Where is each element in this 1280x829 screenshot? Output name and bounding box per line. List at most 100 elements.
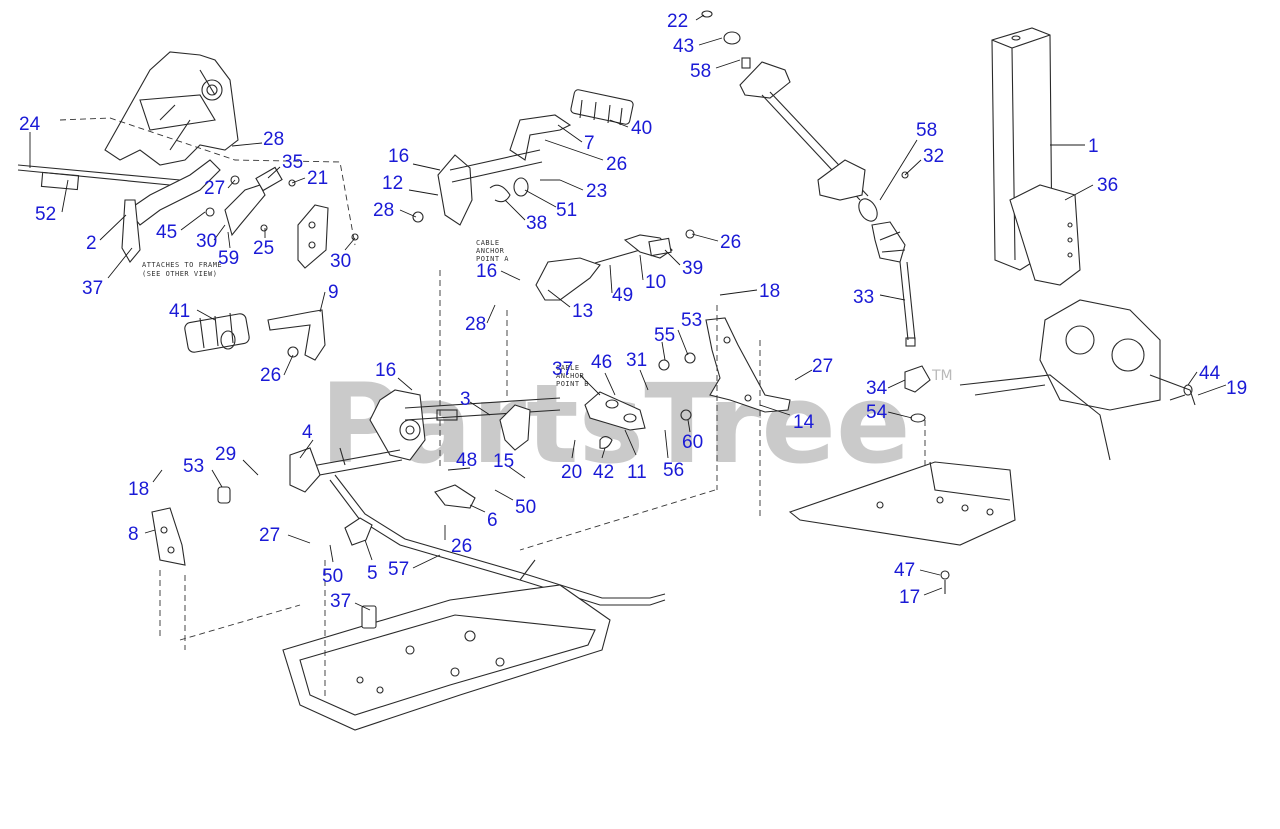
callout-26a[interactable]: 26 <box>606 154 627 175</box>
steering-shaft <box>701 10 931 423</box>
callout-27b[interactable]: 27 <box>812 356 833 377</box>
brake-lever <box>121 159 359 269</box>
callout-6[interactable]: 6 <box>487 510 498 531</box>
callout-26d[interactable]: 26 <box>451 536 472 557</box>
callout-10[interactable]: 10 <box>645 272 666 293</box>
left-shaft <box>17 164 181 191</box>
callout-21[interactable]: 21 <box>307 168 328 189</box>
callout-36[interactable]: 36 <box>1097 175 1118 196</box>
callout-3[interactable]: 3 <box>460 389 471 410</box>
main-shaft-3 <box>369 389 561 461</box>
part-5-6 <box>344 484 476 546</box>
callout-27c[interactable]: 27 <box>259 525 280 546</box>
callout-23[interactable]: 23 <box>586 181 607 202</box>
callout-19[interactable]: 19 <box>1226 378 1247 399</box>
callout-9[interactable]: 9 <box>328 282 339 303</box>
callout-35[interactable]: 35 <box>282 152 303 173</box>
callout-40[interactable]: 40 <box>631 118 652 139</box>
callout-49[interactable]: 49 <box>612 285 633 306</box>
callout-56[interactable]: 56 <box>663 460 684 481</box>
note-anchor-a-line2: ANCHOR <box>476 247 505 255</box>
callout-45[interactable]: 45 <box>156 222 177 243</box>
callout-12[interactable]: 12 <box>382 173 403 194</box>
leader-lines <box>29 14 1227 611</box>
note-anchor-a-line1: CABLE <box>476 239 500 247</box>
callout-7[interactable]: 7 <box>584 133 595 154</box>
callout-29[interactable]: 29 <box>215 444 236 465</box>
callout-14[interactable]: 14 <box>793 412 815 433</box>
callout-28b[interactable]: 28 <box>373 200 394 221</box>
callout-8[interactable]: 8 <box>128 524 139 545</box>
callout-34[interactable]: 34 <box>866 378 888 399</box>
callout-46[interactable]: 46 <box>591 352 612 373</box>
callout-31[interactable]: 31 <box>626 350 647 371</box>
note-attaches-line2: (SEE OTHER VIEW) <box>142 270 217 278</box>
rod-4 <box>289 447 403 493</box>
callout-20[interactable]: 20 <box>561 462 582 483</box>
note-anchor-b-line2: ANCHOR <box>556 372 585 380</box>
callout-50a[interactable]: 50 <box>515 497 536 518</box>
callout-39[interactable]: 39 <box>682 258 703 279</box>
callout-18b[interactable]: 18 <box>128 479 149 500</box>
callout-15[interactable]: 15 <box>493 451 514 472</box>
rod-57 <box>329 474 666 606</box>
callout-30a[interactable]: 30 <box>196 231 217 252</box>
callout-60[interactable]: 60 <box>682 432 703 453</box>
steering-mount <box>959 299 1196 461</box>
pedal-arm-7 <box>509 89 634 161</box>
callout-2[interactable]: 2 <box>86 233 97 254</box>
callout-32[interactable]: 32 <box>923 146 944 167</box>
callout-28a[interactable]: 28 <box>263 129 284 150</box>
callout-58b[interactable]: 58 <box>916 120 937 141</box>
anchor-b-note: CABLE ANCHOR POINT B <box>556 364 589 388</box>
left-pedal-bracket <box>104 51 239 166</box>
callout-33[interactable]: 33 <box>853 287 874 308</box>
note-anchor-a-line3: POINT A <box>476 255 509 263</box>
callout-58a[interactable]: 58 <box>690 61 711 82</box>
callout-44[interactable]: 44 <box>1199 363 1221 384</box>
callout-42[interactable]: 42 <box>593 462 614 483</box>
callout-52[interactable]: 52 <box>35 204 56 225</box>
callout-37c[interactable]: 37 <box>330 591 351 612</box>
callout-37b[interactable]: 37 <box>552 359 573 380</box>
callout-57[interactable]: 57 <box>388 559 409 580</box>
callout-5[interactable]: 5 <box>367 563 378 584</box>
callout-25[interactable]: 25 <box>253 238 274 259</box>
note-anchor-b-line1: CABLE <box>556 364 580 372</box>
callout-4[interactable]: 4 <box>302 422 313 443</box>
callout-13[interactable]: 13 <box>572 301 593 322</box>
callout-30b[interactable]: 30 <box>330 251 351 272</box>
callout-28c[interactable]: 28 <box>465 314 486 335</box>
callout-53a[interactable]: 53 <box>681 310 702 331</box>
callout-16b[interactable]: 16 <box>476 261 497 282</box>
callout-48[interactable]: 48 <box>456 450 477 471</box>
callout-16c[interactable]: 16 <box>375 360 396 381</box>
callout-50b[interactable]: 50 <box>322 566 343 587</box>
callout-53b[interactable]: 53 <box>183 456 204 477</box>
callout-26b[interactable]: 26 <box>720 232 741 253</box>
attaches-to-frame-note: ATTACHES TO FRAME (SEE OTHER VIEW) <box>142 261 222 278</box>
callout-38[interactable]: 38 <box>526 213 547 234</box>
callout-labels: 22 43 58 1 58 32 36 24 28 35 21 27 52 2 … <box>19 11 1247 612</box>
callout-26c[interactable]: 26 <box>260 365 281 386</box>
callout-27a[interactable]: 27 <box>204 178 225 199</box>
callout-24[interactable]: 24 <box>19 114 41 135</box>
callout-22[interactable]: 22 <box>667 11 688 32</box>
pedal-arm-9 <box>267 309 326 361</box>
callout-59[interactable]: 59 <box>218 248 239 269</box>
callout-16a[interactable]: 16 <box>388 146 409 167</box>
dashed-guides <box>159 270 926 700</box>
pedal-shaft-12 <box>412 149 560 226</box>
callout-17[interactable]: 17 <box>899 587 920 608</box>
callout-18a[interactable]: 18 <box>759 281 780 302</box>
callout-1[interactable]: 1 <box>1088 136 1099 157</box>
callout-54[interactable]: 54 <box>866 402 888 423</box>
callout-37a[interactable]: 37 <box>82 278 103 299</box>
callout-47[interactable]: 47 <box>894 560 915 581</box>
callout-11[interactable]: 11 <box>627 462 647 483</box>
callout-51[interactable]: 51 <box>556 200 577 221</box>
callout-55[interactable]: 55 <box>654 325 675 346</box>
left-pedal-41 <box>184 312 250 353</box>
callout-43[interactable]: 43 <box>673 36 694 57</box>
callout-41[interactable]: 41 <box>169 301 190 322</box>
